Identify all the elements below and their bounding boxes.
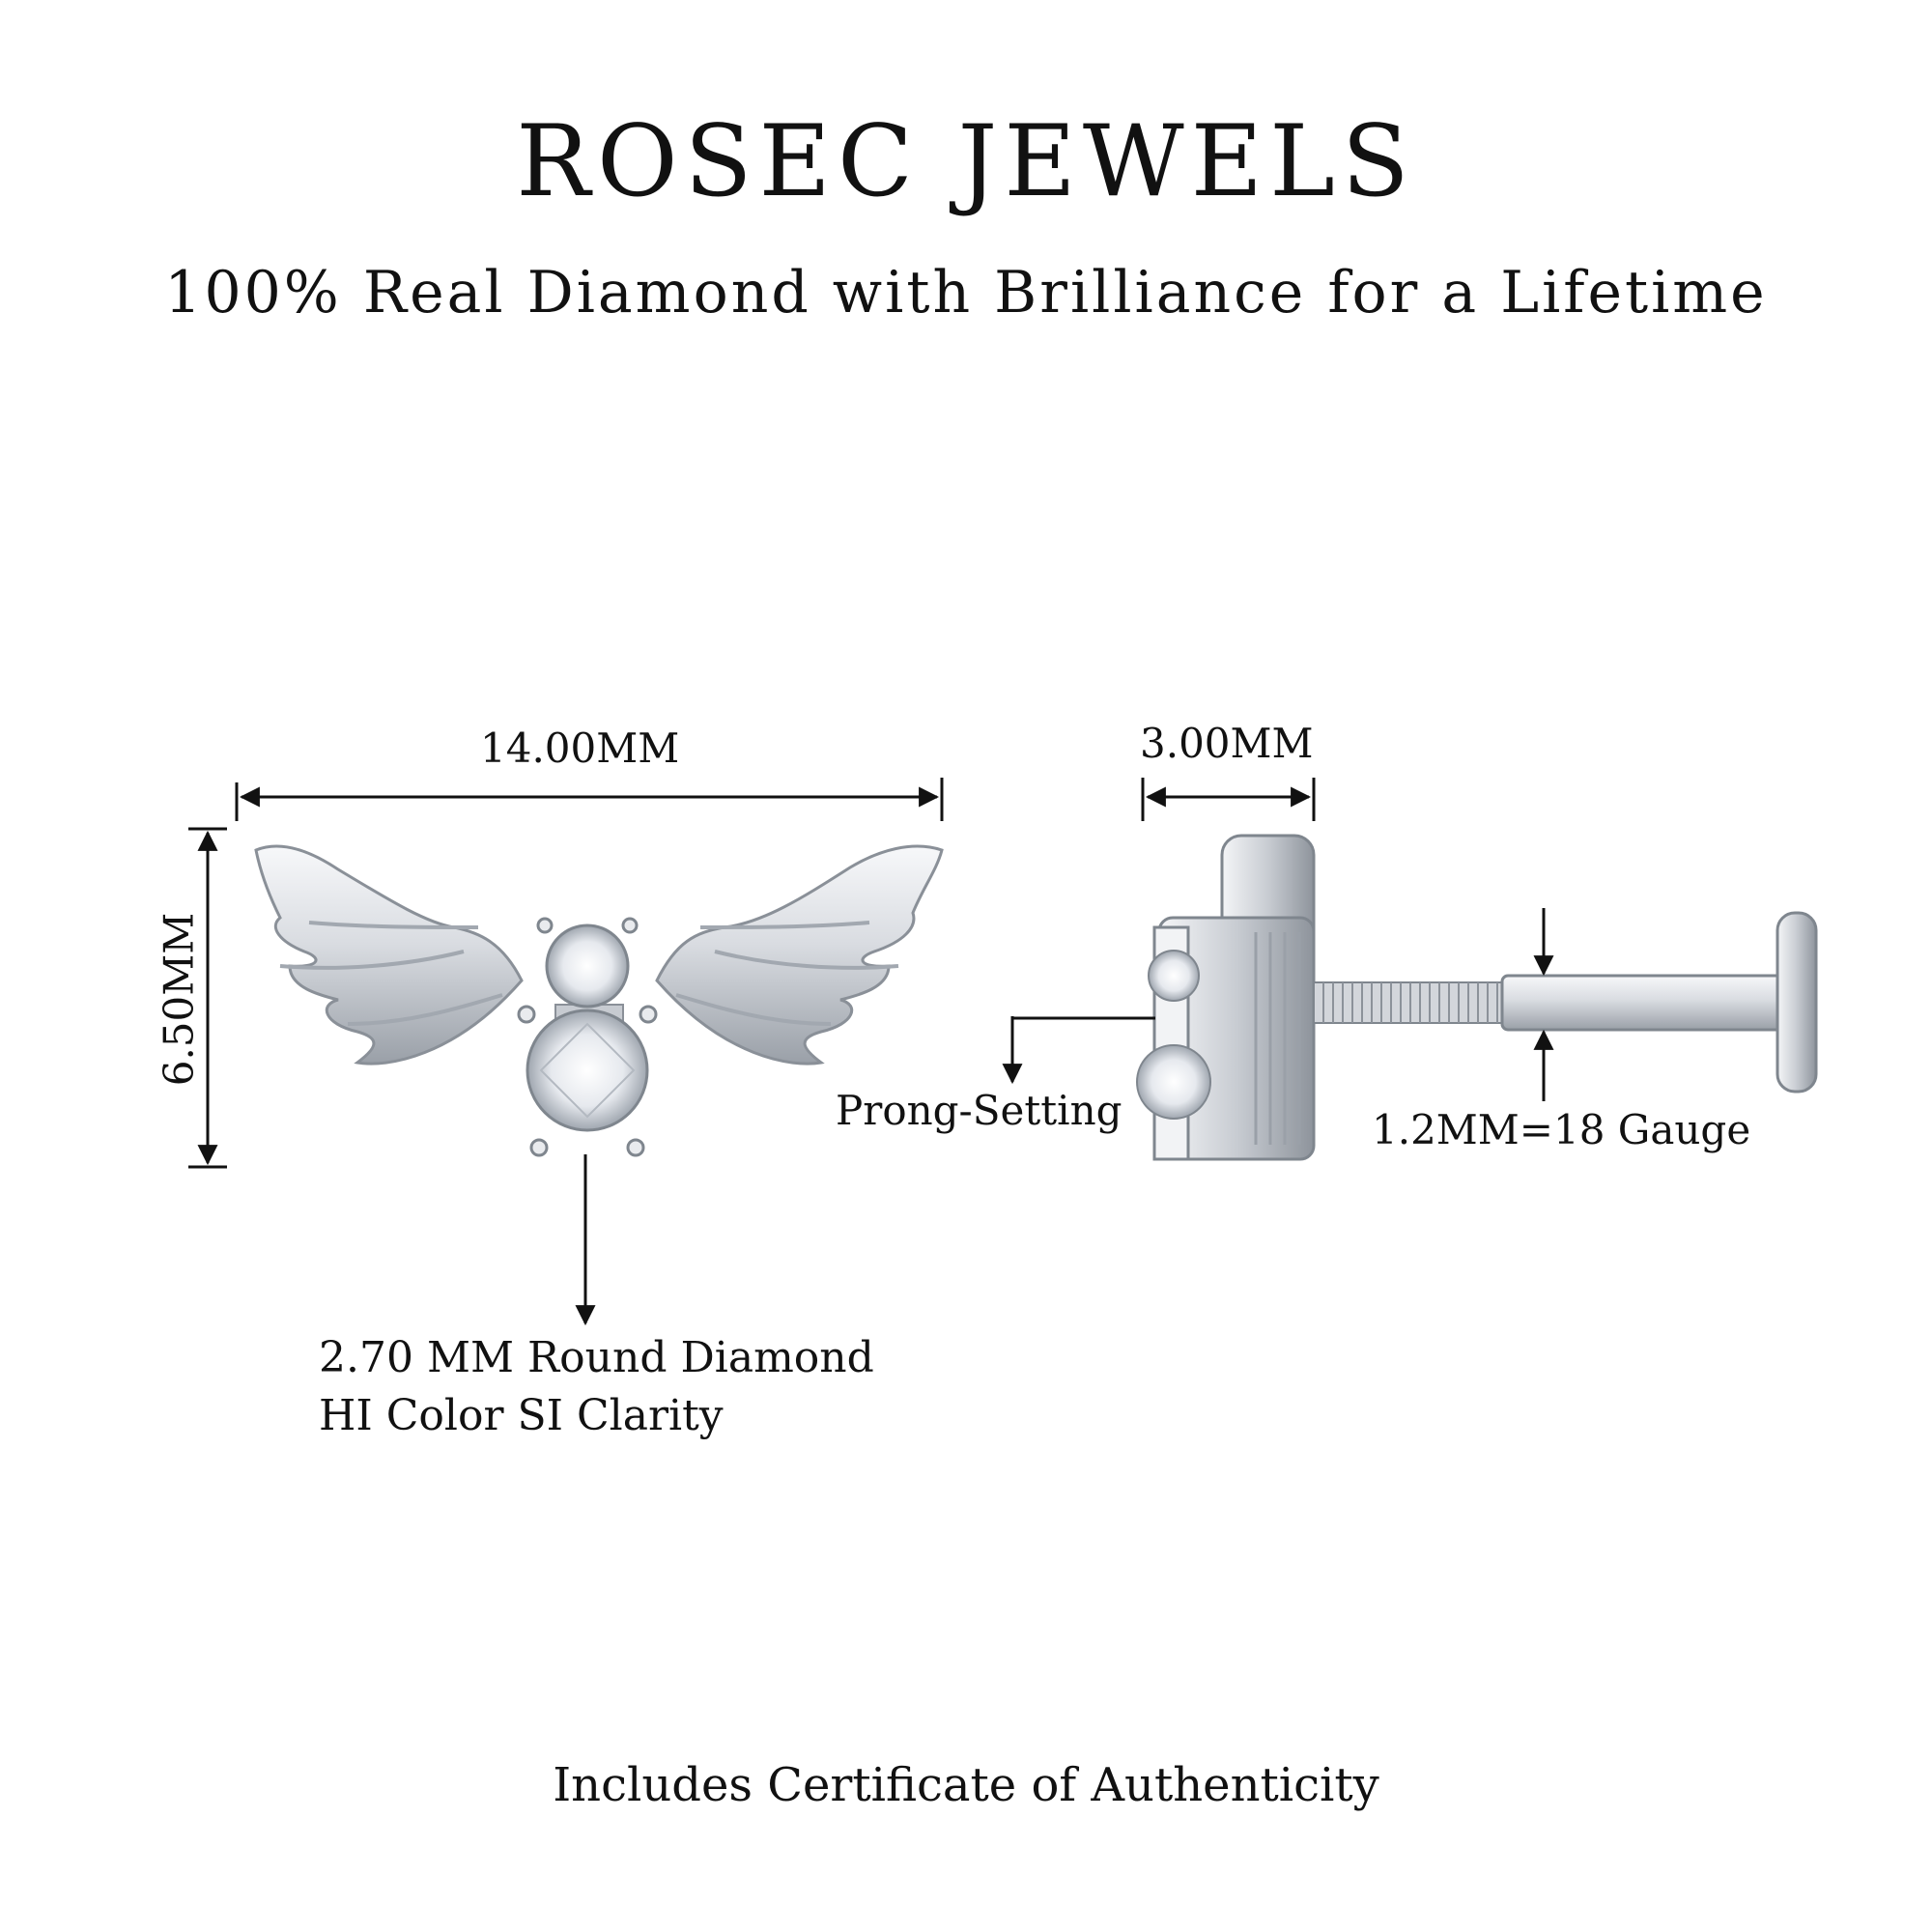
tagline: 100% Real Diamond with Brilliance for a … bbox=[164, 259, 1768, 327]
prong-callout bbox=[1002, 1016, 1155, 1085]
front-view bbox=[254, 844, 944, 1157]
depth-dimension bbox=[1141, 778, 1316, 821]
main-diamond bbox=[526, 1009, 649, 1132]
setting-label: Prong-Setting bbox=[836, 1087, 1122, 1134]
gauge-label: 1.2MM=18 Gauge bbox=[1372, 1106, 1751, 1153]
stone-line-1: 2.70 MM Round Diamond bbox=[319, 1333, 874, 1382]
stone-line-2: HI Color SI Clarity bbox=[319, 1391, 724, 1440]
width-label: 14.00MM bbox=[480, 724, 680, 772]
small-diamond bbox=[545, 923, 630, 1009]
side-view bbox=[1136, 834, 1818, 1161]
brand-title: ROSEC JEWELS bbox=[516, 104, 1416, 219]
height-label: 6.50MM bbox=[155, 912, 203, 1087]
depth-label: 3.00MM bbox=[1140, 720, 1314, 767]
right-wing bbox=[655, 844, 944, 1065]
left-wing bbox=[254, 844, 524, 1065]
height-dimension bbox=[188, 827, 227, 1169]
certificate-note: Includes Certificate of Authenticity bbox=[553, 1758, 1379, 1812]
width-dimension bbox=[235, 778, 944, 821]
